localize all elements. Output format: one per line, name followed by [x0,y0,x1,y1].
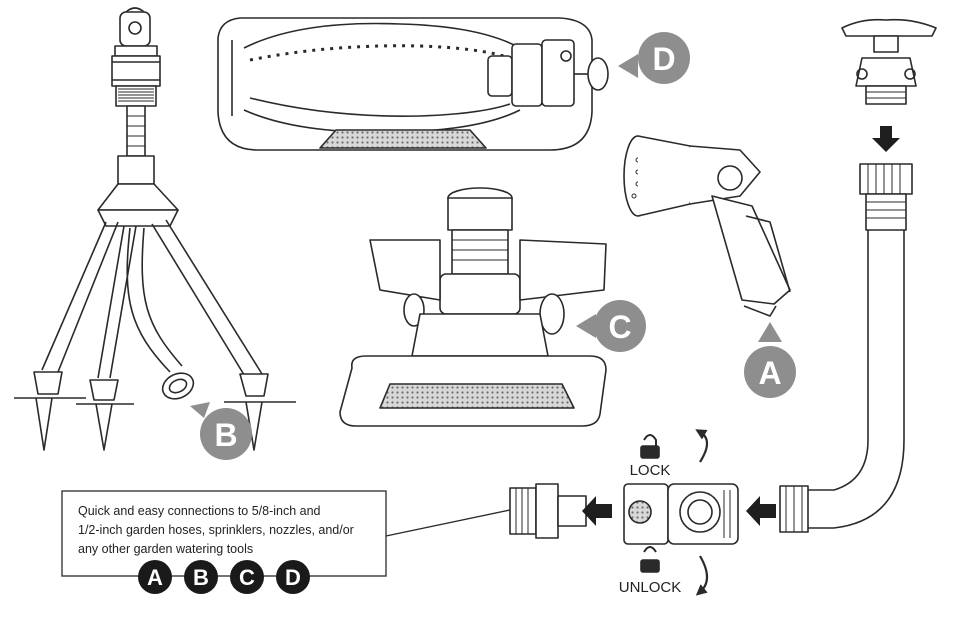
callout-line-2: 1/2-inch garden hoses, sprinklers, nozzl… [78,523,354,537]
label-d: D [618,32,690,84]
callout-line-1: Quick and easy connections to 5/8-inch a… [78,504,321,518]
badge-a: A [147,565,163,590]
badge-d: D [285,565,301,590]
arrow-left-icon [582,496,612,526]
faucet-hose-illustration [779,18,937,533]
callout-description: Quick and easy connections to 5/8-inch a… [78,502,378,559]
rotary-sprinkler-illustration [339,187,607,427]
callout-badges: A B C D [138,560,310,594]
callout-box [61,490,387,577]
svg-text:A: A [758,355,781,391]
label-b: B [190,402,252,460]
unlock-label: UNLOCK [619,579,682,596]
svg-text:B: B [214,417,237,453]
svg-text:D: D [652,41,675,77]
spray-nozzle-illustration [623,135,791,317]
lock-label: LOCK [630,462,671,479]
arrow-down-icon [872,126,900,152]
svg-text:C: C [608,309,631,345]
badge-c: C [239,565,255,590]
callout-line-3: any other garden watering tools [78,542,254,556]
label-c: C [576,300,646,352]
flow-arrows [582,126,900,526]
quick-connector-illustration [623,429,739,596]
oscillating-sprinkler-illustration [217,17,609,151]
badge-b: B [193,565,209,590]
arrow-left-icon [746,496,776,526]
label-a: A [744,322,796,398]
tripod-sprinkler-illustration [14,7,296,451]
hose-adapter-illustration [509,483,587,539]
callout-leader-line [385,509,511,537]
